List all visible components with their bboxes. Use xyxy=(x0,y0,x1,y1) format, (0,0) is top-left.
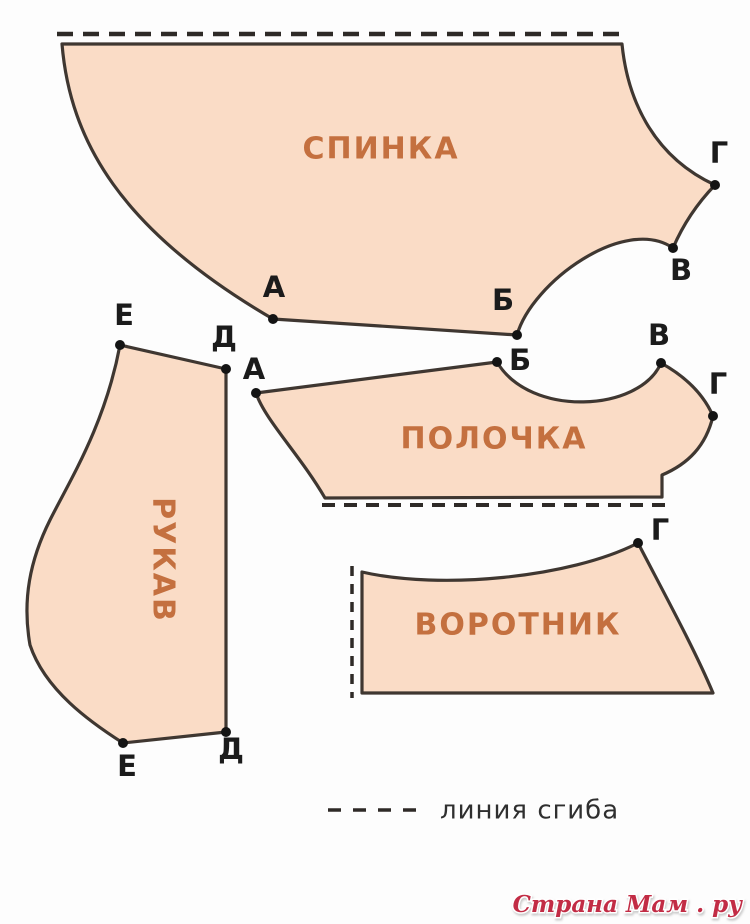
back-point-g-label: Г xyxy=(710,136,728,170)
back-point-a-label: А xyxy=(263,270,286,304)
front-point-g-dot xyxy=(708,411,718,421)
back-point-g-dot xyxy=(710,180,720,190)
front-point-v-dot xyxy=(656,358,666,368)
back-point-a-dot xyxy=(268,314,278,324)
back-point-v-label: В xyxy=(670,253,692,287)
legend-fold-line-label: линия сгиба xyxy=(440,796,619,826)
front-point-a-label: А xyxy=(243,352,266,386)
sleeve-piece-label: РУКАВ xyxy=(146,497,181,623)
sleeve-point-d-bottom-label: Д xyxy=(218,732,244,766)
back-point-b-label: Б xyxy=(492,283,514,317)
back-piece-label: СПИНКА xyxy=(302,132,459,167)
sleeve-point-e-bottom-label: Е xyxy=(117,749,137,783)
back-piece-outline xyxy=(60,42,717,337)
sleeve-point-e-top-dot xyxy=(115,340,125,350)
watermark: Страна Мам . ру xyxy=(513,891,744,918)
back-point-v-dot xyxy=(668,243,678,253)
sleeve-point-d-top-dot xyxy=(221,364,231,374)
collar-piece-label: ВОРОТНИК xyxy=(414,608,621,643)
sleeve-point-d-bottom-dot xyxy=(221,727,231,737)
front-point-g-label: Г xyxy=(709,367,727,401)
sleeve-point-d-top-label: Д xyxy=(211,320,237,354)
front-point-v-label: В xyxy=(648,318,670,352)
sleeve-point-e-bottom-dot xyxy=(118,738,128,748)
sleeve-piece-outline xyxy=(25,343,228,745)
front-point-a-dot xyxy=(251,388,261,398)
back-point-b-dot xyxy=(512,330,522,340)
collar-point-g-dot xyxy=(633,538,643,548)
front-point-b-label: Б xyxy=(509,343,531,377)
collar-point-g-label: Г xyxy=(651,513,669,547)
front-point-b-dot xyxy=(492,357,502,367)
front-piece-label: ПОЛОЧКА xyxy=(400,422,587,457)
sleeve-point-e-top-label: Е xyxy=(114,298,134,332)
